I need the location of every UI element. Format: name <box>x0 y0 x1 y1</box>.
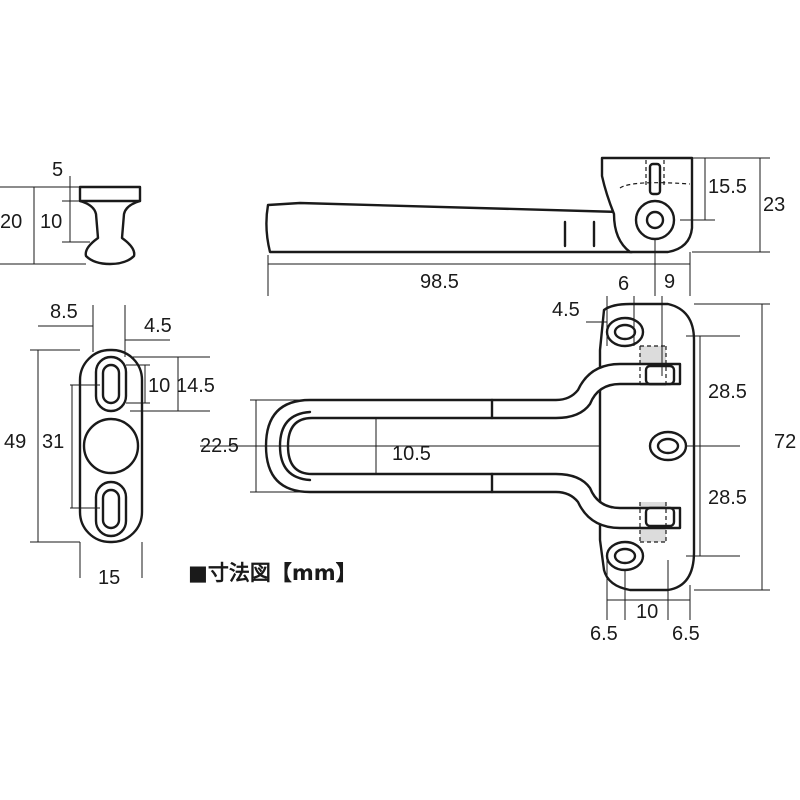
drawing-title: ■寸法図【mm】 <box>188 561 357 585</box>
screw-head <box>648 162 662 196</box>
dim-label: 4.5 <box>144 315 172 337</box>
dim-label: 8.5 <box>50 301 78 323</box>
dim-label: 5 <box>52 159 63 181</box>
center-boss <box>82 417 140 475</box>
dim-label: 10 <box>148 375 170 397</box>
rivet-bottom <box>644 506 676 528</box>
dim-label: 31 <box>42 431 64 453</box>
dim-label: 23 <box>763 194 785 216</box>
receiver-plate-view <box>30 305 210 578</box>
dim-label: 28.5 <box>708 381 747 403</box>
mount-hole-top-inner <box>613 323 637 341</box>
dim-label: 10 <box>40 211 62 233</box>
dim-label: 98.5 <box>420 271 459 293</box>
knob-outline <box>78 185 142 266</box>
mount-hole-mid-inner <box>656 437 680 455</box>
dim-label: 15.5 <box>708 176 747 198</box>
dim-label: 49 <box>4 431 26 453</box>
knob-side-view <box>0 176 142 266</box>
dim-label: 6.5 <box>590 623 618 645</box>
arm-outline <box>265 201 634 254</box>
dim-label: 10.5 <box>392 443 431 465</box>
dim-label: 28.5 <box>708 487 747 509</box>
dim-label: 20 <box>0 211 22 233</box>
mount-hole-bottom-inner <box>613 547 637 565</box>
dim-label: 14.5 <box>176 375 215 397</box>
arm-side-view <box>265 156 770 296</box>
dim-label: 4.5 <box>552 299 580 321</box>
dim-label: 10 <box>636 601 658 623</box>
dim-label: 6 <box>618 273 629 295</box>
pivot-hole <box>645 210 665 230</box>
upper-slot-inner <box>101 363 121 405</box>
dim-label: 22.5 <box>200 435 239 457</box>
rivet-top <box>644 364 676 386</box>
dim-label: 15 <box>98 567 120 589</box>
guard-arm-front-view <box>200 296 770 620</box>
dim-label: 6.5 <box>672 623 700 645</box>
lower-slot-inner <box>101 488 121 530</box>
dim-label: 72 <box>774 431 796 453</box>
dim-label: 9 <box>664 271 675 293</box>
